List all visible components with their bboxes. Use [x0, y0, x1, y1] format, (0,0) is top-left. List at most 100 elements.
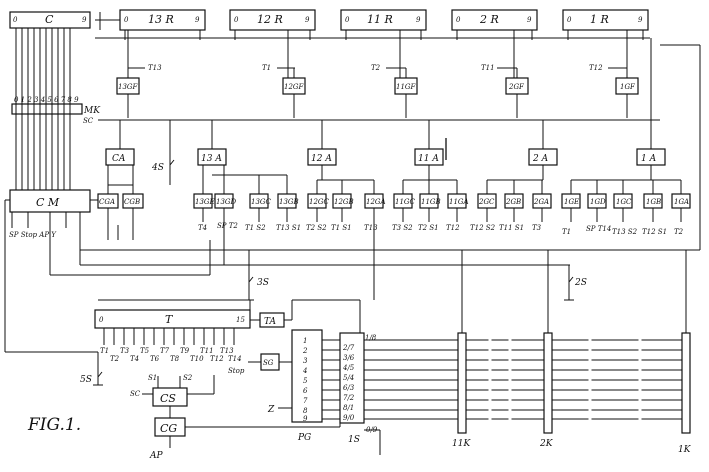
- svg-text:TA: TA: [264, 317, 277, 327]
- svg-text:12GF: 12GF: [284, 83, 304, 91]
- svg-text:T5: T5: [140, 347, 150, 355]
- svg-text:PG: PG: [297, 433, 311, 443]
- unit-12a: 12 A: [307, 120, 337, 166]
- svg-text:2GB: 2GB: [505, 198, 521, 206]
- gate-1gf: 1GF T12: [589, 64, 639, 118]
- svg-text:6/3: 6/3: [343, 384, 355, 392]
- svg-text:5: 5: [303, 377, 308, 385]
- switch-5s: 5S: [80, 352, 103, 386]
- svg-text:0: 0: [345, 16, 350, 24]
- register-11r: 0 11 R 9: [340, 9, 427, 31]
- svg-text:T13: T13: [220, 347, 234, 355]
- unit-2a: 2 A: [528, 120, 558, 166]
- svg-text:T1 S2: T1 S2: [245, 224, 266, 232]
- svg-text:T14: T14: [228, 355, 242, 363]
- svg-text:SC: SC: [83, 117, 94, 125]
- svg-text:1GF: 1GF: [620, 83, 636, 91]
- sc-bus: SC: [83, 117, 660, 125]
- svg-text:1 A: 1 A: [641, 154, 657, 164]
- svg-text:CG: CG: [160, 422, 177, 435]
- unit-ta: TA: [259, 300, 293, 328]
- svg-text:T4: T4: [198, 224, 207, 232]
- svg-text:9: 9: [416, 16, 421, 24]
- svg-text:5S: 5S: [80, 375, 92, 385]
- svg-text:11GB: 11GB: [421, 198, 441, 206]
- svg-text:T9: T9: [180, 347, 190, 355]
- svg-text:2/7: 2/7: [342, 344, 355, 352]
- svg-text:12GB: 12GB: [334, 198, 354, 206]
- svg-text:C: C: [45, 13, 54, 26]
- switch-4s: 4S: [151, 120, 175, 185]
- gate-12gf: 12GF T1: [262, 64, 306, 118]
- svg-text:1/8: 1/8: [365, 334, 377, 342]
- svg-text:T12: T12: [589, 64, 603, 72]
- svg-text:3S: 3S: [257, 278, 269, 288]
- unit-1a: 1 A: [636, 38, 666, 166]
- svg-text:13GB: 13GB: [279, 198, 299, 206]
- svg-text:1K: 1K: [678, 445, 692, 455]
- svg-text:2GF: 2GF: [508, 83, 525, 91]
- svg-text:T12: T12: [446, 224, 460, 232]
- figure-caption: FIG.1.: [27, 415, 81, 435]
- svg-text:1S: 1S: [348, 435, 360, 445]
- svg-text:T13: T13: [148, 64, 162, 72]
- svg-text:MK: MK: [83, 106, 101, 116]
- svg-text:CGA: CGA: [99, 198, 115, 206]
- svg-text:CA: CA: [112, 154, 126, 164]
- svg-text:0: 0: [234, 16, 239, 24]
- control-cm: C M SP Stop AP Y: [4, 189, 98, 353]
- switch-3s: 3S: [244, 250, 269, 301]
- svg-text:1GA: 1GA: [674, 198, 689, 206]
- k-column-11k: 11K: [452, 332, 471, 449]
- svg-text:1 R: 1 R: [590, 13, 609, 26]
- gate-2gf: 2GF T11: [481, 64, 529, 118]
- unit-sg: Stop SG: [228, 353, 292, 375]
- svg-text:9: 9: [303, 415, 308, 423]
- svg-text:1: 1: [303, 337, 307, 345]
- svg-text:T1 S1: T1 S1: [331, 224, 352, 232]
- svg-text:2S: 2S: [574, 278, 587, 288]
- unit-11a: 11 A: [414, 120, 447, 166]
- svg-text:T13 S1: T13 S1: [276, 224, 301, 232]
- register-12r: 0 12 R 9: [229, 9, 316, 31]
- svg-text:T7: T7: [160, 347, 170, 355]
- svg-text:5/4: 5/4: [343, 374, 354, 382]
- gates-13: 13GE 13GD 13GC 13GB T4 SP T2 T1 S2 T13 S…: [193, 165, 301, 265]
- svg-text:15: 15: [236, 316, 245, 324]
- svg-text:T2 S2: T2 S2: [306, 224, 327, 232]
- svg-text:T1: T1: [100, 347, 109, 355]
- svg-text:3/6: 3/6: [343, 354, 355, 362]
- svg-text:T1: T1: [262, 64, 271, 72]
- mid-buses: [49, 44, 701, 333]
- svg-text:T6: T6: [150, 355, 160, 363]
- svg-text:T12 S2: T12 S2: [470, 224, 496, 232]
- svg-text:9/0: 9/0: [343, 414, 355, 422]
- svg-text:0 1 2 3 4 5 6 7 8 9: 0 1 2 3 4 5 6 7 8 9: [14, 96, 79, 104]
- svg-text:9: 9: [195, 16, 200, 24]
- mk-strip: 0 1 2 3 4 5 6 7 8 9 MK: [11, 28, 101, 190]
- unit-pg: PG Z 1 2 3 4 5 6 7 8 9: [267, 329, 323, 443]
- gates-2: 2GC 2GB 2GA T12 S2 T11 S1 T3: [470, 165, 552, 232]
- unit-1s: 1S 1/8 2/7 3/6 4/5 5/4 6/3 7/2 8/1 9/0 0…: [292, 299, 381, 455]
- svg-text:T3: T3: [532, 224, 542, 232]
- svg-text:13GF: 13GF: [118, 83, 138, 91]
- svg-text:T12: T12: [210, 355, 224, 363]
- gate-13gf: 13GF T13: [116, 64, 162, 118]
- svg-text:11 R: 11 R: [367, 13, 393, 26]
- svg-text:12 R: 12 R: [257, 13, 283, 26]
- svg-text:T11: T11: [200, 347, 214, 355]
- svg-text:1GB: 1GB: [646, 198, 661, 206]
- svg-text:SG: SG: [263, 359, 274, 367]
- svg-text:T13 S2: T13 S2: [612, 228, 638, 236]
- svg-text:T3 S2: T3 S2: [392, 224, 413, 232]
- svg-text:T2 S1: T2 S1: [418, 224, 439, 232]
- unit-13a: 13 A: [197, 120, 227, 166]
- svg-text:T12 S1: T12 S1: [642, 228, 667, 236]
- svg-text:1GC: 1GC: [616, 198, 632, 206]
- svg-text:11 A: 11 A: [418, 154, 439, 164]
- svg-text:T13: T13: [364, 224, 378, 232]
- svg-text:2: 2: [302, 347, 308, 355]
- timer-t: 0 T 15 T1 T2 T3 T4 T5 T6 T7 T8 T9 T10 T1…: [94, 299, 260, 363]
- svg-text:SC: SC: [130, 390, 141, 398]
- svg-text:S1: S1: [148, 374, 157, 382]
